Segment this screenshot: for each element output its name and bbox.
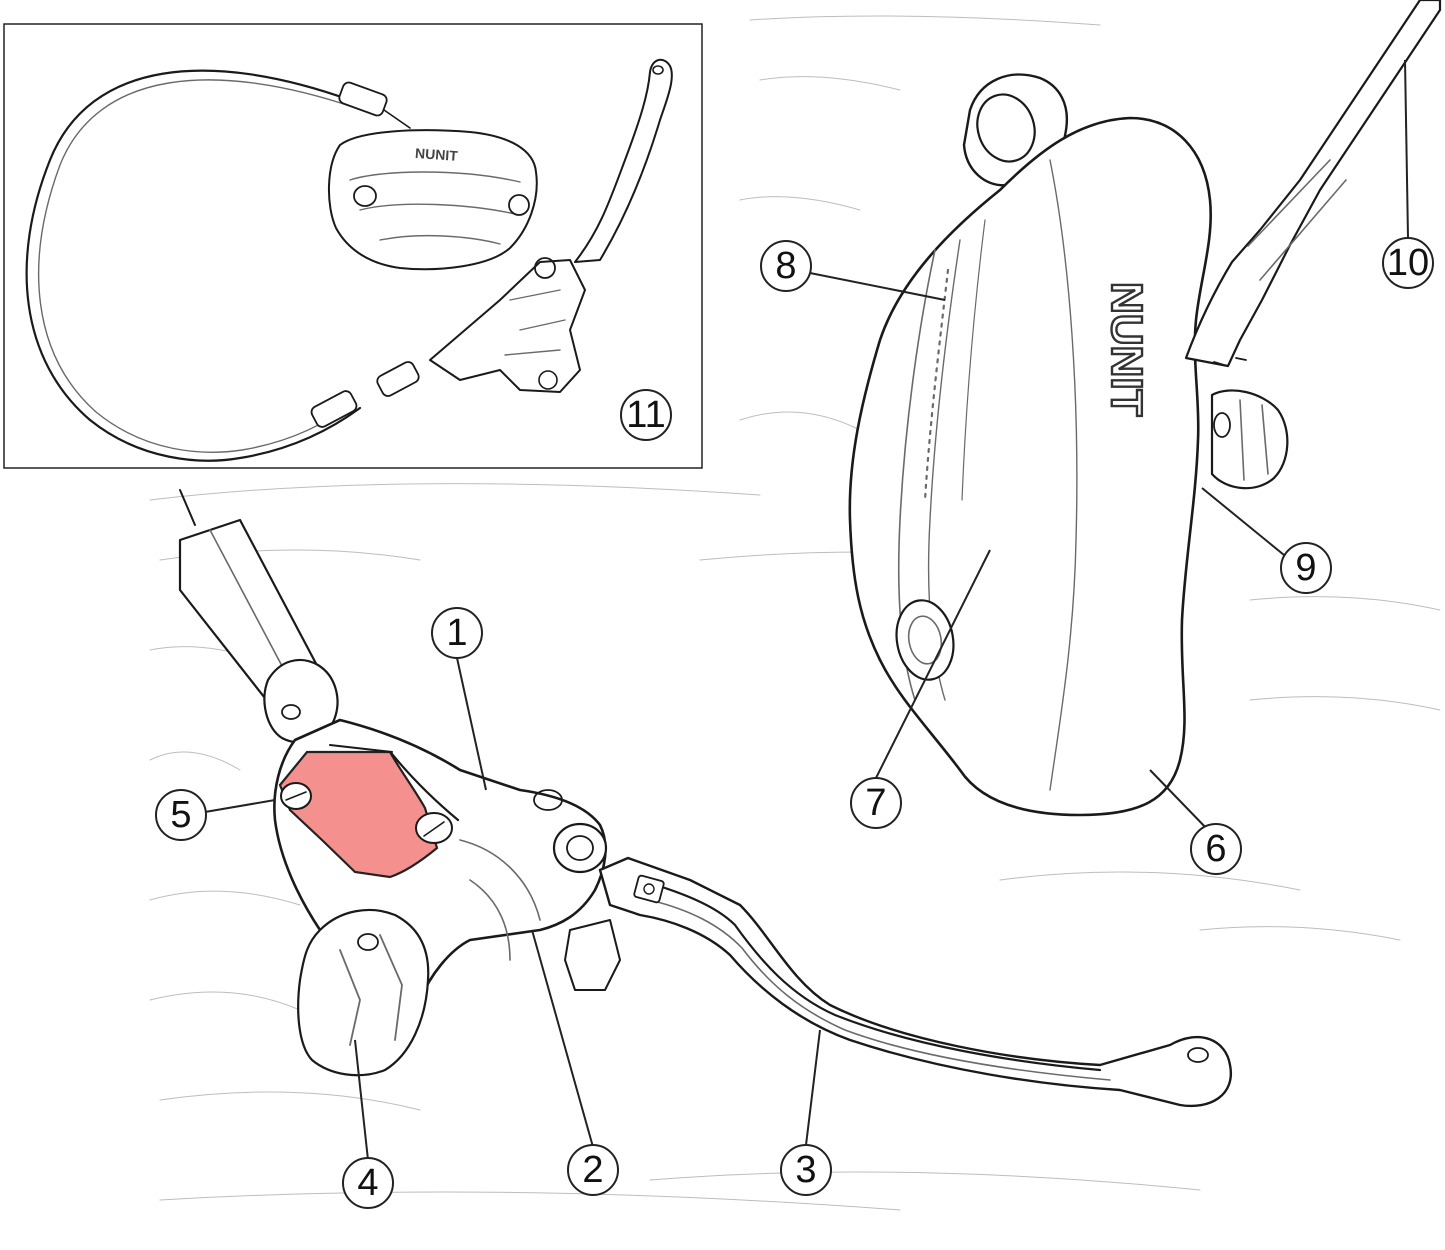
callout-3: 3 (780, 1144, 832, 1196)
inset-brand-marking: NUNIT (415, 145, 459, 164)
reservoir-cap-highlight (278, 750, 439, 879)
callout-4-label: 4 (357, 1162, 378, 1204)
callout-5-label: 5 (170, 794, 191, 836)
callout-11-label: 11 (626, 394, 665, 436)
callout-leaders (204, 59, 1409, 1161)
callout-2-label: 2 (582, 1149, 603, 1191)
callout-6: 6 (1190, 823, 1242, 875)
master-cylinder-assembly (178, 489, 1233, 1108)
callout-2: 2 (567, 1144, 619, 1196)
callout-1-label: 1 (446, 612, 467, 654)
callout-9-label: 9 (1295, 547, 1316, 589)
brake-caliper: NUNIT (848, 0, 1442, 817)
callout-1: 1 (431, 607, 483, 659)
callout-8-label: 8 (775, 245, 796, 287)
callout-8: 8 (760, 240, 812, 292)
caliper-brand-marking: NUNIT (1102, 282, 1151, 417)
callout-3-label: 3 (795, 1149, 816, 1191)
callout-6-label: 6 (1205, 828, 1226, 870)
callout-5: 5 (155, 789, 207, 841)
callout-7-label: 7 (865, 782, 886, 824)
inset-panel: NUNIT (3, 23, 703, 469)
callout-9: 9 (1280, 542, 1332, 594)
callout-4: 4 (342, 1157, 394, 1209)
callout-11: 11 (620, 389, 672, 441)
callout-10-label: 10 (1387, 242, 1429, 284)
callout-10: 10 (1382, 237, 1434, 289)
callout-7: 7 (850, 777, 902, 829)
